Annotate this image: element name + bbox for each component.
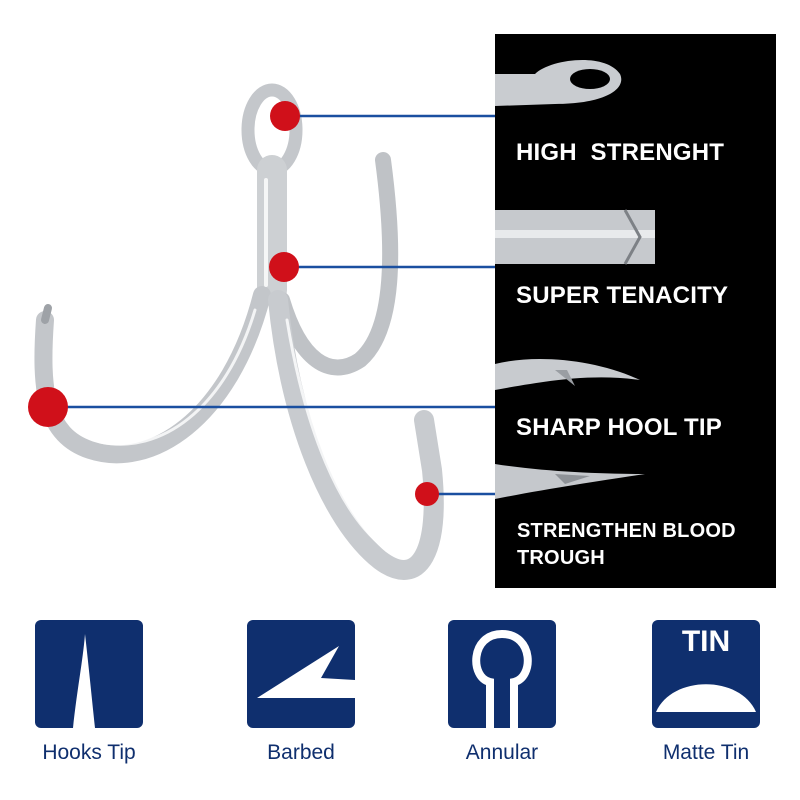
tip-closeup-image (495, 359, 640, 390)
badge-label-hooks-tip: Hooks Tip (42, 741, 136, 764)
marker-shank (269, 252, 299, 282)
detail-panel: HIGH STRENGHT SUPER TENACITY SHARP HOOL … (495, 34, 776, 588)
marker-barb (415, 482, 439, 506)
badge-matte-tin: TIN (652, 620, 760, 728)
hook-tip-icon (73, 634, 95, 728)
badge-label-barbed: Barbed (267, 741, 335, 764)
ring-eye-icon (472, 629, 532, 728)
badge-annular (448, 620, 556, 728)
detail-closeups (495, 60, 655, 499)
tin-text: TIN (681, 625, 731, 658)
eye-closeup-image (495, 60, 622, 106)
badge-hooks-tip (35, 620, 143, 728)
badge-label-annular: Annular (465, 741, 539, 764)
feature-label-high-strength: HIGH STRENGHT (516, 139, 725, 166)
callout-markers (28, 101, 439, 506)
shank-closeup-image (495, 209, 655, 265)
shine-highlights (98, 178, 387, 550)
marker-eye (270, 101, 300, 131)
feature-label-blood-trough: STRENGTHEN BLOOD TROUGH (517, 520, 736, 569)
feature-label-sharp-tip: SHARP HOOL TIP (516, 414, 722, 441)
marker-tip (28, 387, 68, 427)
tin-dome-icon (656, 684, 756, 712)
treble-hook-illustration (28, 83, 497, 580)
hook-body (34, 83, 444, 580)
badge-label-matte-tin: Matte Tin (662, 741, 750, 764)
barb-icon (257, 646, 355, 698)
barb-closeup-image (495, 464, 645, 499)
feature-label-super-tenacity: SUPER TENACITY (516, 282, 729, 309)
badge-barbed (247, 620, 355, 728)
